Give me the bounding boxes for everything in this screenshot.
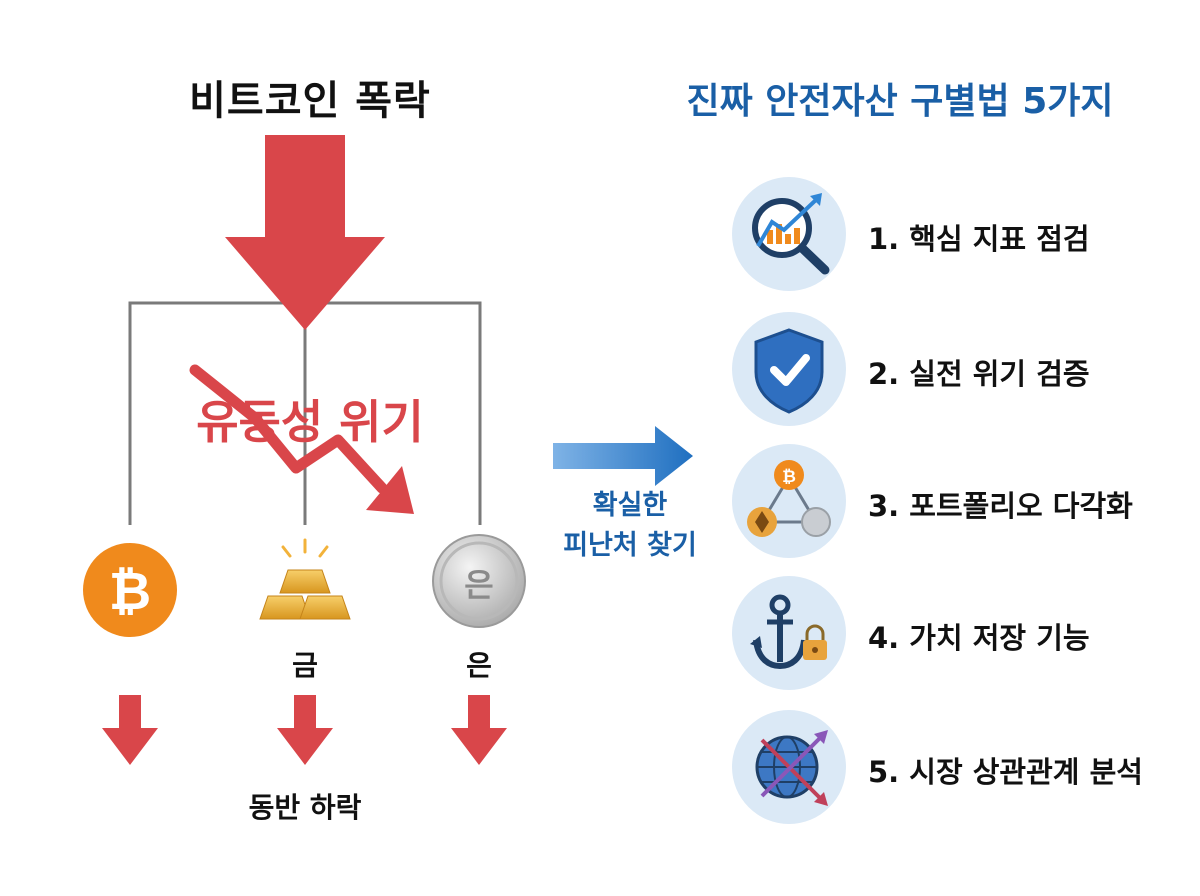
anchor-lock-icon [750,594,827,670]
svg-text:₿: ₿ [782,467,796,487]
gold-bars-icon [259,538,351,620]
decline-arrowhead [366,466,414,514]
gold-label: 금 [292,649,318,682]
list-item-1: 1. 핵심 지표 점검 [868,222,1090,256]
crash-title: 비트코인 폭락 [189,78,431,124]
portfolio-network-icon: ₿ [747,460,831,537]
icon-circles [732,177,846,824]
falling-arrow-gold [277,695,333,765]
falling-arrows [102,695,507,765]
safe-haven-cta: 확실한 피난처 찾기 [540,486,720,566]
list-item-4: 4. 가치 저장 기능 [868,621,1090,655]
safe-asset-title: 진짜 안전자산 구별법 5가지 [686,81,1114,122]
falling-arrow-silver [451,695,507,765]
list-item-5: 5. 시장 상관관계 분석 [868,755,1143,789]
liquidity-crisis-label: 유동성 위기 [196,395,424,449]
cta-line-1: 확실한 [592,490,668,521]
magnifier-chart-icon [752,193,830,275]
silver-coin-text: 은 [464,566,494,604]
shield-check-icon [754,328,824,414]
silver-label: 은 [466,649,492,682]
svg-text:₿: ₿ [109,562,151,622]
joint-decline-label: 동반 하락 [248,791,362,824]
safe-haven-arrow [553,426,693,486]
cta-line-2: 피난처 찾기 [563,530,697,561]
decline-zigzag-arrow [189,364,388,494]
falling-arrow-bitcoin [102,695,158,765]
list-item-3: 3. 포트폴리오 다각화 [868,489,1133,523]
list-item-2: 2. 실전 위기 검증 [868,357,1090,391]
crash-arrow [225,135,385,330]
silver-coin-icon [432,534,526,628]
bitcoin-icon: ₿ [83,543,177,637]
globe-crossing-arrows-icon [755,730,828,806]
